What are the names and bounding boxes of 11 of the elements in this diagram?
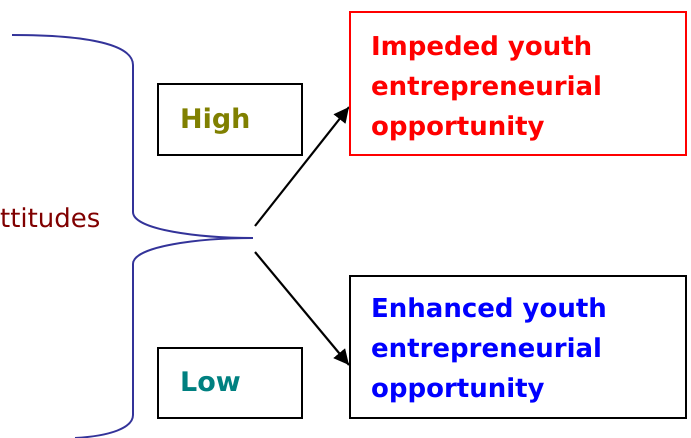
node-text: High — [180, 103, 252, 137]
attitude-label: ttitudes — [0, 204, 100, 234]
node-text: Low — [180, 366, 242, 400]
outcome-box — [349, 11, 687, 156]
level-box — [157, 347, 303, 419]
arrow — [254, 106, 350, 227]
level-box — [157, 83, 303, 156]
node-text: Enhanced youth entrepreneurial opportunity — [371, 293, 608, 406]
outcome-box — [349, 275, 687, 419]
node-text: Impeded youth entrepreneurial opportunity — [371, 31, 603, 144]
arrow — [254, 251, 350, 366]
